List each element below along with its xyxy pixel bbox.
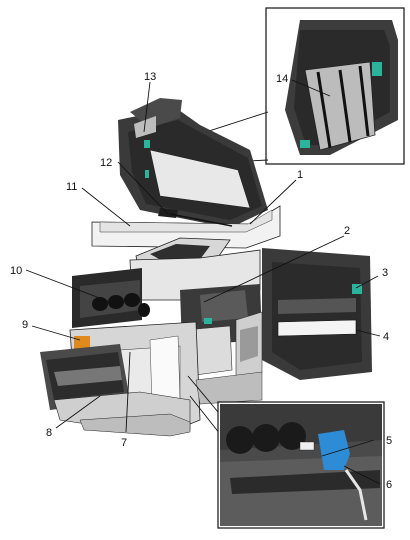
callout-6: 6 xyxy=(386,479,392,491)
callout-4: 4 xyxy=(383,331,389,343)
callout-7: 7 xyxy=(121,437,127,449)
callout-9: 9 xyxy=(22,319,28,331)
callout-1: 1 xyxy=(297,169,303,181)
callout-11: 11 xyxy=(66,181,77,193)
adf-unit xyxy=(118,98,268,228)
callout-12: 12 xyxy=(100,157,112,169)
adf-detail-inset xyxy=(265,7,405,165)
printer-main-body xyxy=(40,248,372,437)
zoom-line-inset2-a xyxy=(187,375,219,413)
callout-14: 14 xyxy=(276,73,288,85)
toner-detail-inset xyxy=(217,401,385,529)
leader-lines xyxy=(25,79,381,485)
callout-10: 10 xyxy=(10,265,22,277)
callout-8: 8 xyxy=(46,427,52,439)
callout-numbers: 1 2 3 4 5 6 7 8 9 10 11 12 13 14 xyxy=(10,71,392,491)
callout-13: 13 xyxy=(144,71,156,83)
toner-cartridges xyxy=(92,293,150,317)
callout-5: 5 xyxy=(386,435,392,447)
callout-2: 2 xyxy=(344,225,350,237)
zoom-line-inset2-b xyxy=(189,395,221,435)
callout-3: 3 xyxy=(382,267,388,279)
scanner-bed xyxy=(91,205,281,249)
